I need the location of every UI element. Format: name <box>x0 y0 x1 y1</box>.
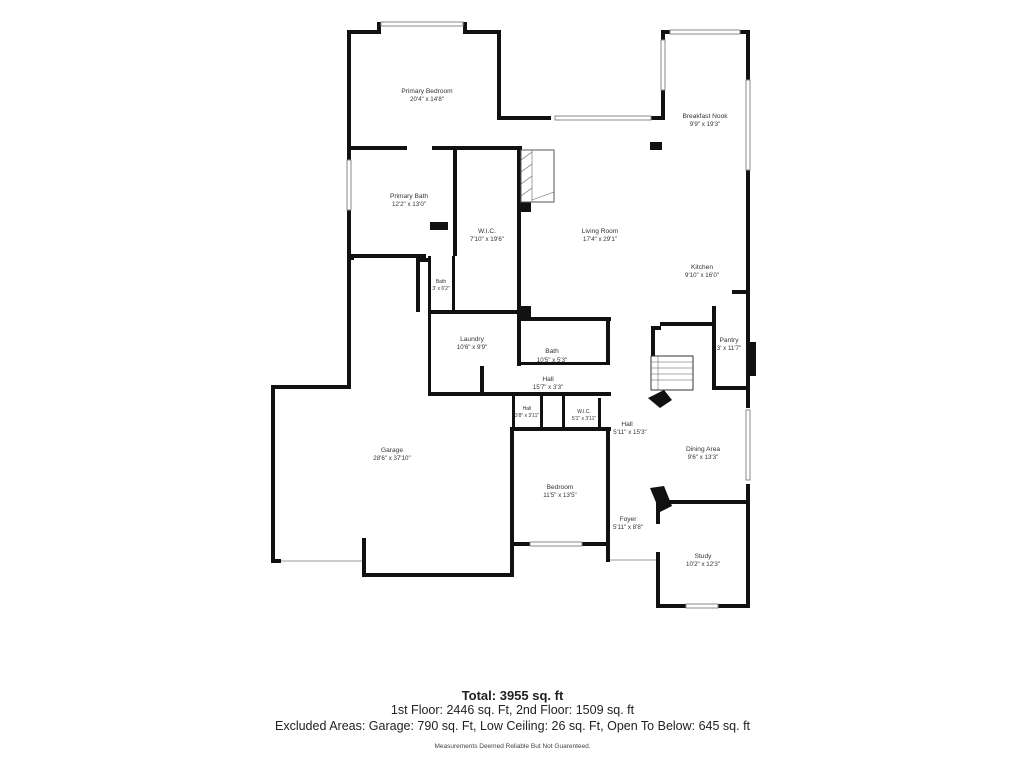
room-dim-study: 10'2" x 12'3" <box>686 561 720 568</box>
room-name-primary-bedroom: Primary Bedroom <box>401 88 453 95</box>
room-dim-primary-bedroom: 20'4" x 14'8" <box>410 96 444 103</box>
room-name-foyer: Foyer <box>620 516 638 523</box>
room-name-hall-small: Hall <box>523 406 532 412</box>
windows <box>281 21 751 609</box>
stairs <box>650 355 694 391</box>
room-name-dining-area: Dining Area <box>686 446 720 453</box>
room-dim-bedroom: 11'5" x 13'5" <box>543 492 576 499</box>
room-name-garage: Garage <box>381 447 403 454</box>
room-dim-breakfast-nook: 9'9" x 19'3" <box>690 121 721 128</box>
room-dim-kitchen: 9'10" x 16'0" <box>685 272 719 279</box>
floor-areas: 1st Floor: 2446 sq. Ft, 2nd Floor: 1509 … <box>390 703 635 717</box>
room-name-bedroom: Bedroom <box>547 484 574 491</box>
room-dim-bath-2: 10'5" x 5'3" <box>537 357 568 364</box>
room-name-primary-bath: Primary Bath <box>390 193 428 200</box>
room-dim-wic-2: 5'1" x 3'11" <box>572 416 596 422</box>
excluded-areas: Excluded Areas: Garage: 790 sq. Ft, Low … <box>274 719 751 733</box>
room-name-laundry: Laundry <box>460 336 485 343</box>
room-dim-pantry: 3' x 11'7" <box>717 345 741 352</box>
room-name-living-room: Living Room <box>582 228 619 235</box>
room-dim-garage: 28'6" x 37'10" <box>373 455 410 462</box>
room-name-wic-primary: W.I.C. <box>478 228 496 235</box>
room-name-pantry: Pantry <box>719 337 739 344</box>
walls <box>271 22 756 608</box>
fireplace <box>520 149 555 203</box>
room-dim-living-room: 17'4" x 29'1" <box>583 236 617 243</box>
total-area: Total: 3955 sq. ft <box>461 688 564 703</box>
room-labels: Primary Bedroom 20'4" x 14'8" Primary Ba… <box>373 88 741 568</box>
room-name-hall-1: Hall <box>542 376 554 383</box>
room-dim-dining-area: 9'6" x 13'3" <box>688 454 719 461</box>
room-dim-laundry: 10'6" x 9'9" <box>457 344 488 351</box>
room-dim-foyer: 5'11" x 8'8" <box>613 524 643 531</box>
room-dim-hall-2: 5'11" x 15'3" <box>613 429 646 436</box>
room-name-wic-2: W.I.C. <box>577 409 591 415</box>
room-dim-primary-bath: 12'2" x 13'0" <box>392 201 426 208</box>
room-dim-bath-small: 3' x 6'2" <box>432 286 450 292</box>
room-name-breakfast-nook: Breakfast Nook <box>682 113 728 120</box>
room-dim-wic-primary: 7'10" x 19'6" <box>470 236 504 243</box>
disclaimer: Measurements Deemed Reliable But Not Gua… <box>434 743 591 750</box>
room-name-bath-small: Bath <box>436 279 447 285</box>
room-name-kitchen: Kitchen <box>691 264 713 271</box>
room-name-hall-2: Hall <box>621 421 633 428</box>
room-name-study: Study <box>695 553 713 560</box>
room-name-bath-2: Bath <box>545 348 559 355</box>
room-dim-hall-1: 15'7" x 3'3" <box>533 384 564 391</box>
room-dim-hall-small: 3'8" x 3'11" <box>515 413 539 419</box>
